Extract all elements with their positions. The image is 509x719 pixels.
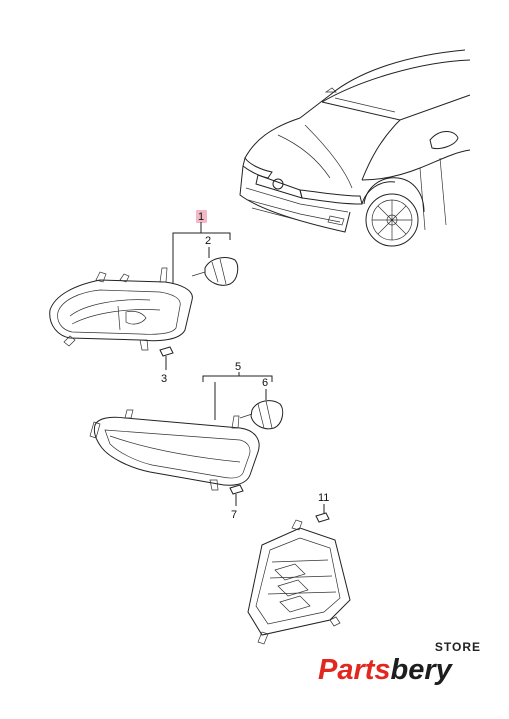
callout-5-label: 5 [235,361,241,373]
brand-logo: STORE Partsbery [318,640,493,702]
callout-2-group: 2 [205,235,211,258]
fog-lamp-grille: 11 [247,492,351,645]
callout-6-group: 6 [262,377,268,400]
callout-1-highlight [196,210,207,223]
brand-name: Partsbery [318,654,452,687]
brand-name-part2: bery [390,654,452,686]
screw-7: 7 [229,484,244,521]
brand-store-text: STORE [434,640,481,654]
callout-11-label: 11 [318,492,329,504]
callout-3-label: 3 [161,373,167,385]
fog-lamp-2 [89,400,284,491]
callout-7-label: 7 [231,509,237,521]
fog-lamp-1 [49,257,239,351]
callout-2-label: 2 [205,235,211,247]
screw-3: 3 [159,346,174,385]
callout-1-group: 1 [172,210,231,285]
callout-1-label: 1 [198,211,204,223]
callout-6-label: 6 [262,377,268,389]
car-front-illustration [239,49,471,247]
brand-name-part1: Parts [318,654,391,686]
callout-5-group: 5 [202,361,273,420]
